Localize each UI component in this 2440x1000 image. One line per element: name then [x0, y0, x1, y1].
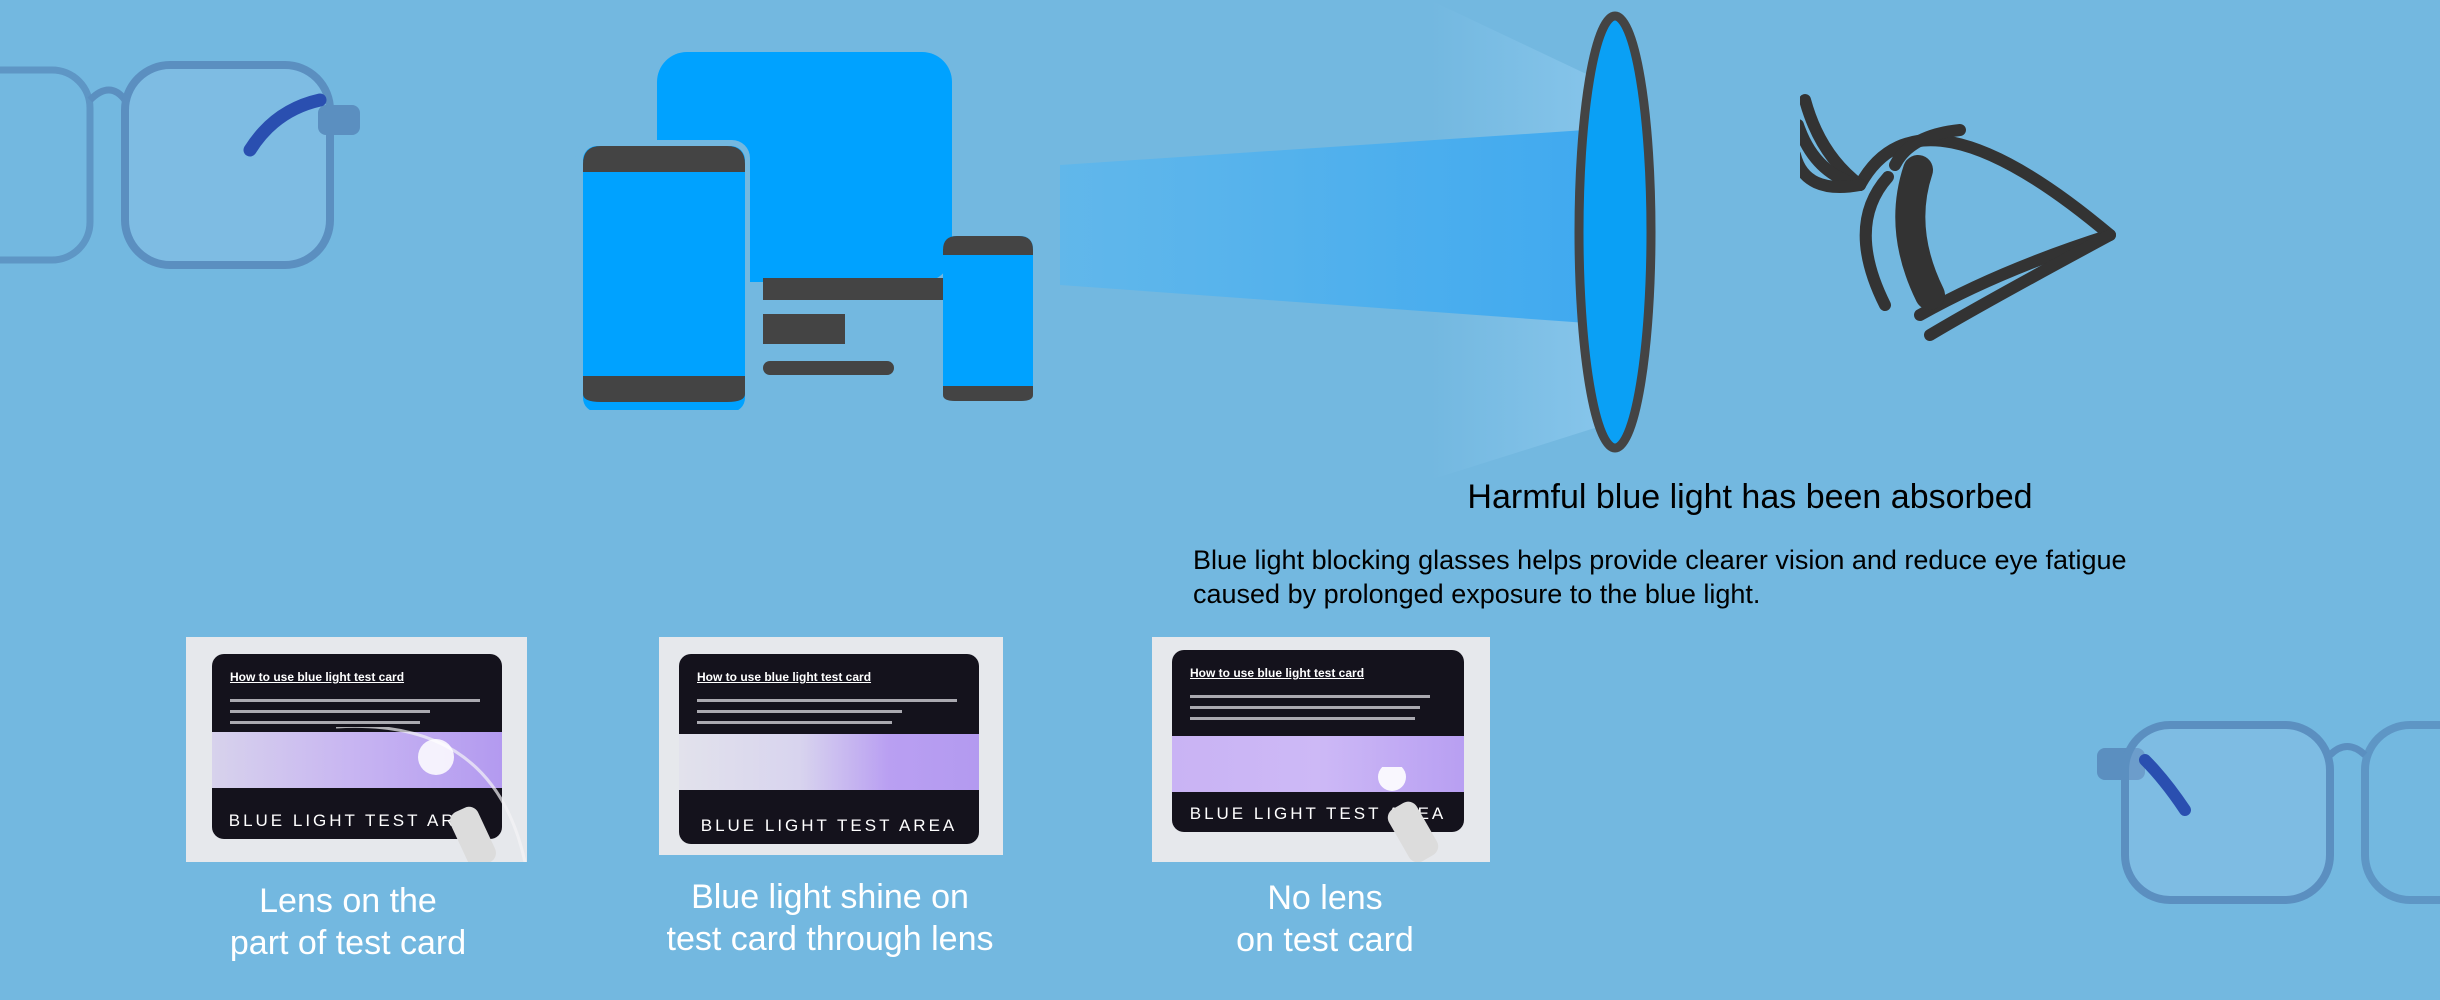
- headline: Harmful blue light has been absorbed: [1467, 478, 2033, 516]
- eye-icon: [1800, 94, 2116, 341]
- test-card-title: How to use blue light test card: [1190, 666, 1365, 680]
- glasses-right-image: [2097, 721, 2440, 904]
- caption-line: test card through lens: [666, 920, 994, 958]
- test-area-label: BLUE LIGHT TEST AREA: [228, 811, 486, 830]
- test-card-title: How to use blue light test card: [230, 670, 405, 684]
- test-area: [1172, 736, 1464, 792]
- description: Blue light blocking glasses helps provid…: [1193, 543, 2243, 611]
- caption-lens-on-part: Lens on the part of test card: [148, 880, 548, 964]
- test-area-label: BLUE LIGHT TEST AREA: [700, 816, 958, 835]
- test-card: How to use blue light test card BLUE LIG…: [212, 654, 502, 839]
- caption-line: part of test card: [229, 924, 467, 962]
- devices-icon: [575, 52, 1035, 410]
- caption-line: Lens on the: [259, 882, 437, 920]
- lens-on-card: [336, 727, 526, 862]
- caption-line: on test card: [1236, 921, 1414, 959]
- test-card-photo-through-lens: How to use blue light test card BLUE LIG…: [659, 637, 1003, 855]
- glasses-left-image: [0, 61, 360, 269]
- blue-light-beam: [1060, 0, 1620, 480]
- caption-line: Blue light shine on: [691, 878, 969, 916]
- description-line: caused by prolonged exposure to the blue…: [1193, 579, 1761, 609]
- description-line: Blue light blocking glasses helps provid…: [1193, 545, 2127, 575]
- test-card-title: How to use blue light test card: [697, 670, 872, 684]
- test-card-photo-no-lens: How to use blue light test card BLUE LIG…: [1152, 637, 1490, 862]
- caption-through-lens: Blue light shine on test card through le…: [630, 876, 1030, 960]
- caption-line: No lens: [1267, 879, 1383, 917]
- test-area-label: BLUE LIGHT TEST AREA: [1189, 804, 1447, 823]
- test-card: How to use blue light test card BLUE LIG…: [1172, 650, 1464, 832]
- flashlight-glow: [1378, 767, 1439, 862]
- test-card: How to use blue light test card BLUE LIG…: [679, 654, 979, 844]
- caption-no-lens: No lens on test card: [1125, 877, 1525, 961]
- test-card-photo-lens-on-part: How to use blue light test card BLUE LIG…: [186, 637, 527, 862]
- test-area: [679, 734, 979, 790]
- lens-icon: [1574, 11, 1656, 453]
